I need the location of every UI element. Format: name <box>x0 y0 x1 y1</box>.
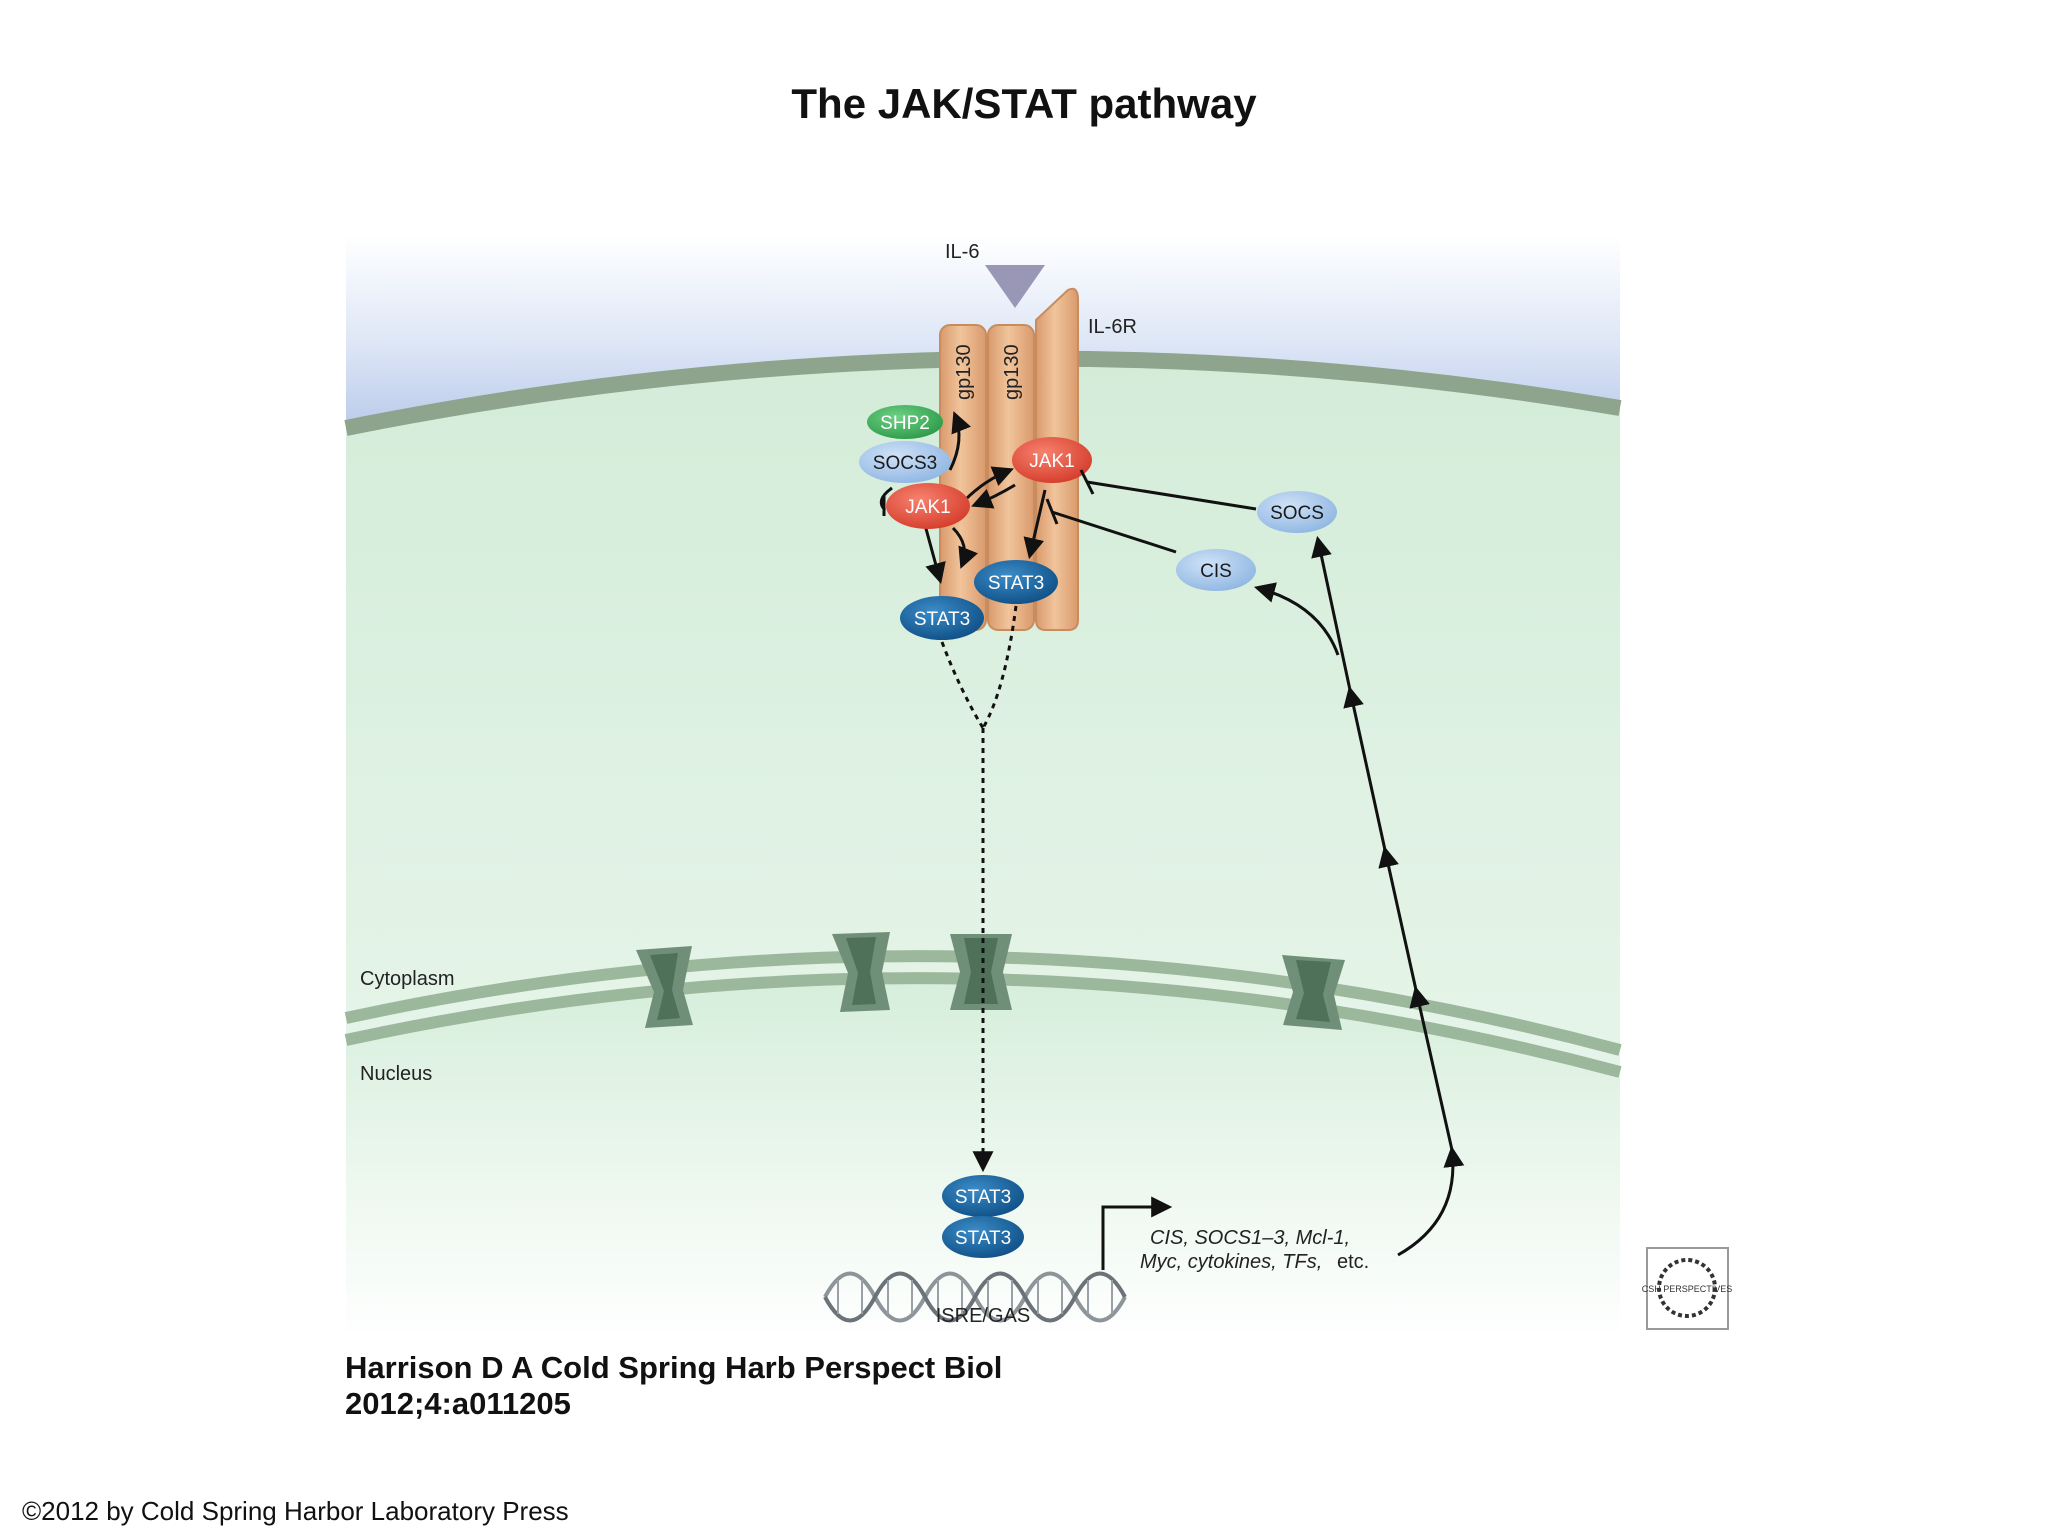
stat3-dimer-top-label: STAT3 <box>955 1187 1011 1208</box>
dna-site-label: ISRE/GAS <box>936 1305 1030 1327</box>
nuclear-pore <box>636 946 693 1028</box>
jak1-right-label: JAK1 <box>1029 451 1074 472</box>
stat3-dimer-bottom <box>942 1216 1024 1258</box>
citation-line2: 2012;4:a011205 <box>345 1386 571 1421</box>
jak1-left <box>886 483 970 529</box>
socs3-label: SOCS3 <box>873 453 937 474</box>
target-genes-etc: etc. <box>1337 1251 1369 1273</box>
stat3-dimer-bottom-label: STAT3 <box>955 1228 1011 1249</box>
csh-perspectives-logo: CSH PERSPECTIVES <box>1642 1247 1733 1330</box>
logo-text: CSH PERSPECTIVES <box>1642 1284 1733 1294</box>
stat3-right-label: STAT3 <box>988 573 1044 594</box>
target-genes-line1: CIS, SOCS1–3, Mcl-1, <box>1150 1227 1350 1249</box>
socs-label: SOCS <box>1270 503 1324 524</box>
stat3-left <box>900 596 984 640</box>
nuclear-pore <box>832 932 890 1012</box>
socs <box>1257 491 1337 533</box>
page-title: The JAK/STAT pathway <box>791 80 1257 127</box>
copyright: ©2012 by Cold Spring Harbor Laboratory P… <box>22 1496 569 1526</box>
signaling-arrows <box>923 411 1047 585</box>
il6-ligand <box>985 265 1045 308</box>
socs3 <box>859 441 951 483</box>
nuclear-pore <box>950 934 1012 1010</box>
stat3-right <box>974 560 1058 604</box>
shp2 <box>867 405 943 439</box>
target-genes-line2: Myc, cytokines, TFs, <box>1140 1251 1322 1273</box>
stat3-dimer-top <box>942 1175 1024 1217</box>
shp2-label: SHP2 <box>880 413 930 434</box>
transcription-start-arrow <box>1101 1196 1173 1270</box>
cytoplasm-label: Cytoplasm <box>360 968 454 990</box>
citation-line1: Harrison D A Cold Spring Harb Perspect B… <box>345 1350 1003 1385</box>
citation: Harrison D A Cold Spring Harb Perspect B… <box>345 1350 1002 1422</box>
transcription-feedback-arrows <box>1253 535 1465 1257</box>
dna-helix <box>823 1271 1127 1323</box>
cis <box>1176 549 1256 591</box>
jak1-left-label: JAK1 <box>905 497 950 518</box>
nucleus-label: Nucleus <box>360 1063 432 1085</box>
gp130-right-label: gp130 <box>1001 344 1023 400</box>
jak1-right <box>1012 437 1092 483</box>
gp130-left-label: gp130 <box>953 344 975 400</box>
stat3-left-label: STAT3 <box>914 609 970 630</box>
il6r-label: IL-6R <box>1088 316 1137 338</box>
nuclear-pore <box>1282 955 1345 1030</box>
il6-label: IL-6 <box>945 241 979 263</box>
cis-label: CIS <box>1200 561 1232 582</box>
feedback-inhibition <box>1045 469 1257 554</box>
stat3-translocation-path <box>940 605 1018 1173</box>
